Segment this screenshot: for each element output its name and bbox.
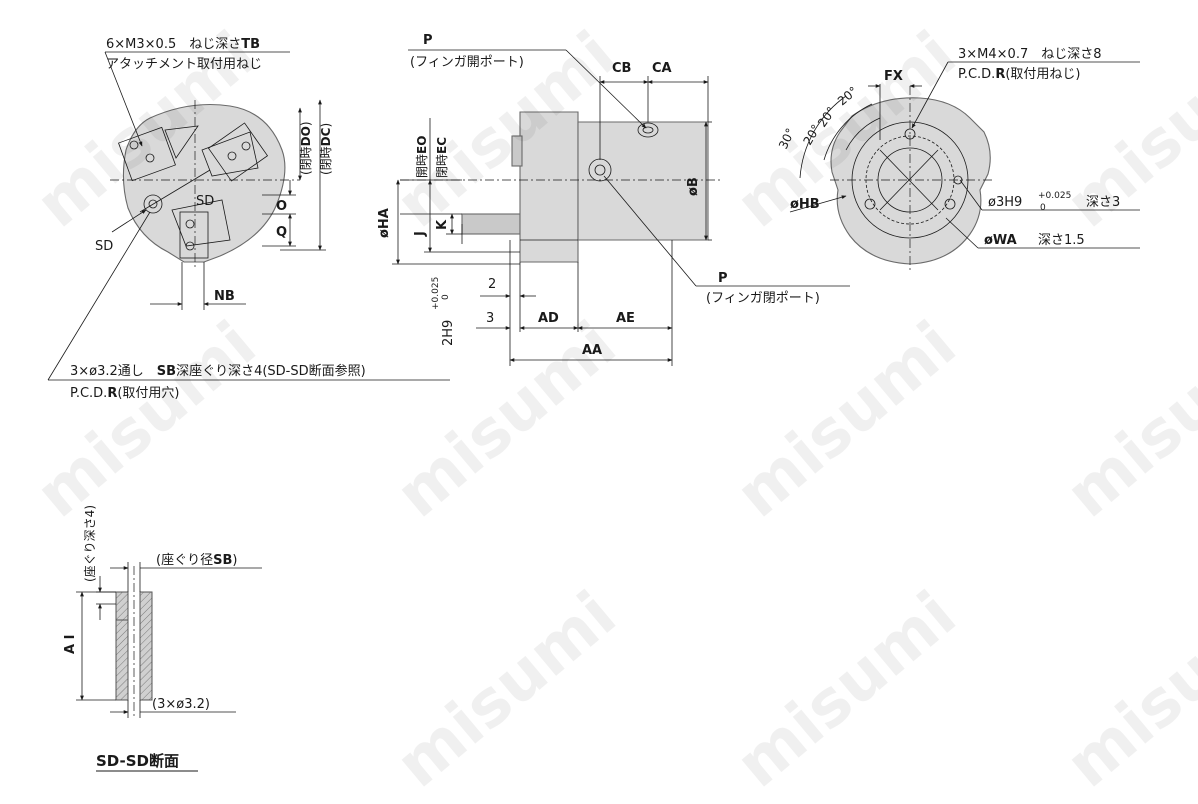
finger: [461, 213, 521, 235]
left-label-o: O: [276, 199, 287, 214]
center-label-ec: 閉時EC: [435, 137, 449, 178]
svg-text:misumi: misumi: [1053, 308, 1198, 532]
right-hole-lower: 0: [1040, 203, 1046, 213]
right-pcd-note: P.C.D.R(取付用ねじ): [958, 67, 1080, 82]
right-wa-depth: 深さ1.5: [1038, 233, 1085, 248]
section-cb-note: (座ぐり径SB): [156, 553, 237, 568]
svg-text:misumi: misumi: [383, 578, 630, 800]
center-label-j: J: [413, 231, 428, 237]
center-hole-tol-lower: 0: [441, 294, 451, 300]
left-label-do: (閉時DO): [299, 121, 313, 175]
center-label-ae: AE: [616, 311, 635, 326]
left-label-sd-upper: SD: [196, 194, 214, 209]
svg-text:misumi: misumi: [723, 578, 970, 800]
center-hole-tol-upper: +0.025: [431, 277, 441, 310]
center-view: P (フィンガ開ポート) P (フィンガ閉ポート) CB CA øB 開時EO …: [377, 33, 850, 366]
center-label-3: 3: [486, 311, 494, 326]
right-hole-upper: +0.025: [1038, 191, 1071, 201]
left-view: 6×M3×0.5 ねじ深さTB アタッチメント取付用ねじ SD SD O Q (…: [47, 37, 450, 401]
right-thread-note: 3×M4×0.7 ねじ深さ8: [958, 47, 1102, 62]
left-label-q: Q: [276, 225, 287, 240]
port-top-sym: P: [423, 33, 433, 48]
port-bottom-desc: (フィンガ閉ポート): [706, 291, 820, 306]
center-label-cb: CB: [612, 61, 631, 76]
svg-text:misumi: misumi: [23, 308, 270, 532]
section-depth-note: (座ぐり深さ4): [82, 505, 97, 582]
svg-text:misumi: misumi: [1053, 578, 1198, 800]
center-label-2: 2: [488, 277, 496, 292]
section-label-ai: A I: [63, 635, 78, 654]
left-label-dc: (閉時DC): [319, 123, 333, 175]
svg-text:misumi: misumi: [383, 308, 630, 532]
left-label-nb: NB: [214, 289, 235, 304]
port-bottom-sym: P: [718, 271, 728, 286]
left-label-sd-left: SD: [95, 239, 113, 254]
section-title: SD-SD断面: [96, 752, 179, 770]
right-label-fx: FX: [884, 69, 903, 84]
section-hole-note: (3×ø3.2): [152, 697, 210, 712]
left-thread-note: 6×M3×0.5 ねじ深さTB: [106, 37, 260, 52]
section-view: (座ぐり深さ4) (座ぐり径SB) A I (3×ø3.2) SD-SD断面: [63, 505, 262, 772]
port-top-desc: (フィンガ開ポート): [410, 55, 524, 70]
left-hole-note: 3×ø3.2通し SB深座ぐり深さ4(SD-SD断面参照): [70, 363, 366, 379]
right-hole-depth: 深さ3: [1086, 195, 1120, 210]
center-label-b: øB: [686, 177, 701, 196]
left-thread-note-line2: アタッチメント取付用ねじ: [106, 57, 262, 72]
right-hole-main: ø3H9: [988, 195, 1022, 210]
center-label-k: K: [435, 219, 450, 230]
left-pcd-note: P.C.D.R(取付用穴): [70, 386, 179, 401]
right-label-hb: øHB: [790, 197, 820, 212]
center-label-ca: CA: [652, 61, 672, 76]
center-label-eo: 開時EO: [415, 136, 429, 178]
svg-text:misumi: misumi: [723, 308, 970, 532]
center-label-aa: AA: [582, 343, 602, 358]
left-body: [122, 104, 286, 263]
center-hole-tol: 2H9: [441, 320, 456, 346]
center-label-ad: AD: [538, 311, 559, 326]
right-label-wa: øWA: [984, 233, 1017, 248]
center-label-ha: øHA: [377, 208, 392, 238]
